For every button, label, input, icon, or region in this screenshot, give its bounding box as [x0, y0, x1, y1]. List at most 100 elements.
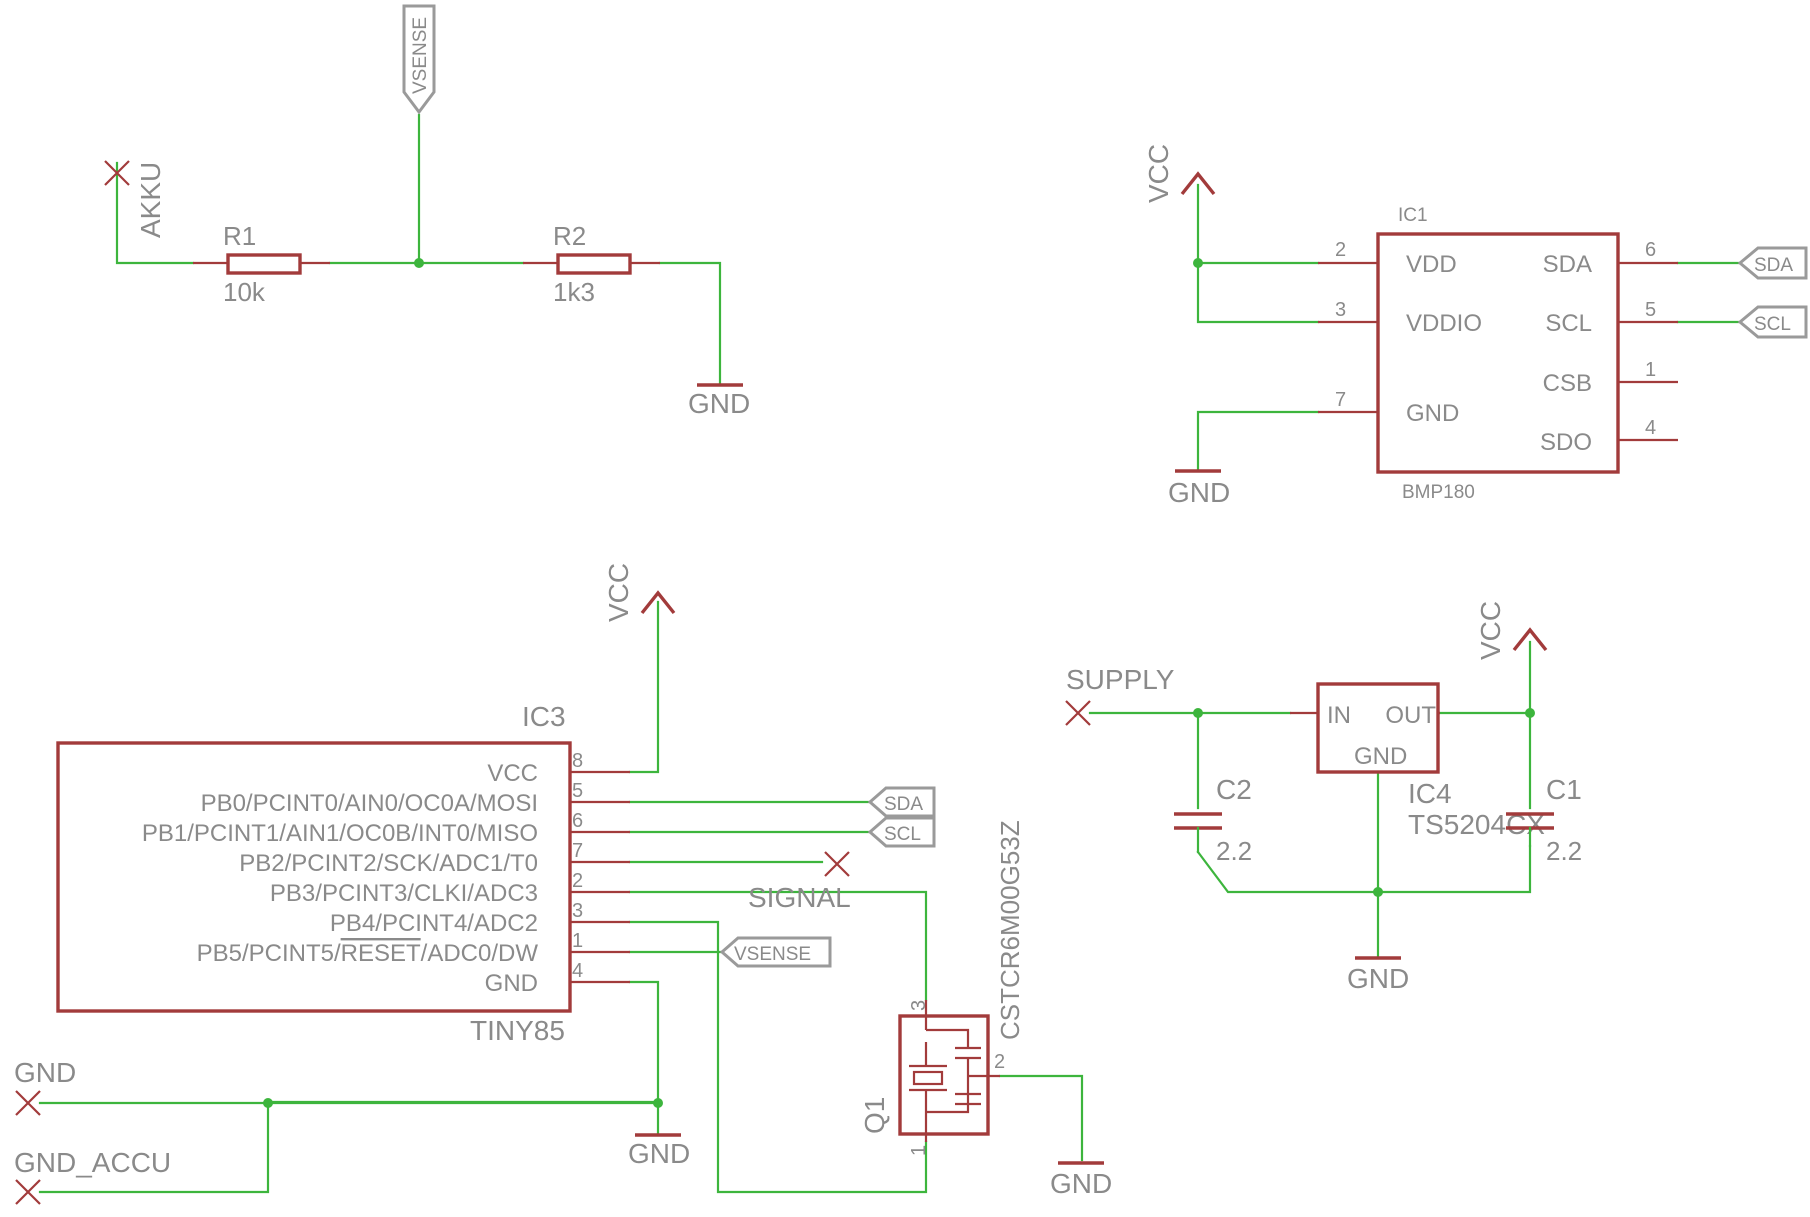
ic3-pin-pb2: PB2/PCINT2/SCK/ADC1/T0 [239, 850, 538, 877]
q1-ref: Q1 [859, 1097, 890, 1134]
q1-pinnum-2: 2 [994, 1051, 1005, 1073]
vsense-net-label-ic3[interactable]: VSENSE [719, 936, 832, 968]
signal-label: SIGNAL [748, 882, 851, 913]
c2-ref: C2 [1216, 774, 1252, 805]
scl-label-ic3-text: SCL [884, 824, 921, 845]
vcc-label-ic3: VCC [603, 563, 634, 622]
akku-connection-marker[interactable] [104, 160, 130, 186]
ic3-pinnum-8: 8 [572, 750, 583, 772]
ic4-pin-gnd: GND [1354, 743, 1407, 770]
ic1-pinnum-1: 1 [1645, 359, 1656, 381]
scl-label-ic1-text: SCL [1754, 314, 1791, 335]
signal-connection-marker[interactable] [824, 851, 850, 877]
ic1-pin-scl: SCL [1545, 310, 1592, 337]
ic3-pin-pb0: PB0/PCINT0/AIN0/OC0A/MOSI [201, 790, 538, 817]
gnd-label-ic3: GND [628, 1138, 690, 1169]
ic1-pin-sda: SDA [1543, 251, 1592, 278]
ic3-pinnum-4: 4 [572, 960, 583, 982]
vsense-net-label-top[interactable]: VSENSE [402, 4, 436, 115]
gnd-input-marker[interactable] [15, 1090, 41, 1116]
r2-value: 1k3 [553, 277, 595, 307]
scl-net-label-ic1[interactable]: SCL [1737, 305, 1808, 339]
ic3-pinnum-2: 2 [572, 870, 583, 892]
ic1-pinnum-4: 4 [1645, 417, 1656, 439]
ic1-pin-vdd: VDD [1406, 251, 1457, 278]
r2-ref: R2 [553, 221, 586, 251]
junction-vsense [414, 258, 424, 268]
r1-value: 10k [223, 277, 266, 307]
r1-ref: R1 [223, 221, 256, 251]
akku-label: AKKU [135, 162, 166, 238]
voltage-divider: AKKU R1 10k R2 1k3 GND VSENSE [104, 4, 750, 419]
ic3-pin-pb4: PB4/PCINT4/ADC2 [330, 910, 538, 937]
vcc-arrow-reg [1512, 627, 1548, 652]
gnd-label-reg: GND [1347, 963, 1409, 994]
q1-pinnum-3: 3 [908, 1000, 930, 1011]
ic4-pin-out: OUT [1385, 702, 1436, 729]
q1-resonator: 3 2 1 Q1 CSTCR6M00G53Z GND [859, 820, 1112, 1199]
junction-supply [1193, 708, 1203, 718]
gnd-accu-label: GND_ACCU [14, 1147, 171, 1178]
ic3-part: TINY85 [470, 1015, 565, 1046]
vcc-arrow-ic1 [1180, 171, 1216, 196]
ic4-body[interactable] [1290, 682, 1440, 774]
gnd-accu-marker[interactable] [15, 1179, 41, 1205]
ic3-ref: IC3 [522, 701, 566, 732]
q1-part: CSTCR6M00G53Z [995, 820, 1025, 1040]
ic1-ref: IC1 [1398, 205, 1428, 226]
gnd-label-ic1: GND [1168, 477, 1230, 508]
ic3-pin-pb1: PB1/PCINT1/AIN1/OC0B/INT0/MISO [142, 820, 538, 847]
r2-resistor[interactable] [523, 253, 660, 275]
c2-value: 2.2 [1216, 836, 1252, 866]
ic1-pinnum-2: 2 [1335, 239, 1346, 261]
scl-net-label-ic3[interactable]: SCL [867, 816, 936, 848]
vcc-arrow-ic3 [640, 590, 676, 615]
ic3-pinnum-3: 3 [572, 900, 583, 922]
ic1-pin-sdo: SDO [1540, 429, 1592, 456]
c2-capacitor[interactable] [1174, 812, 1222, 854]
r1-resistor[interactable] [193, 253, 330, 275]
ic1-body[interactable] [1318, 232, 1678, 474]
sda-label-ic3-text: SDA [884, 794, 923, 815]
ic1-pin-vddio: VDDIO [1406, 310, 1482, 337]
vsense-label-top-text: VSENSE [410, 17, 431, 94]
ic3-pin-pb3: PB3/PCINT3/CLKI/ADC3 [270, 880, 538, 907]
vsense-label-ic3-text: VSENSE [734, 944, 811, 965]
ic3-pinnum-1: 1 [572, 930, 583, 952]
gnd-label-divider: GND [688, 388, 750, 419]
ic1-pin-gnd: GND [1406, 400, 1459, 427]
ic4-pin-in: IN [1327, 702, 1351, 729]
ic3-pinnum-6: 6 [572, 810, 583, 832]
c1-capacitor[interactable] [1506, 812, 1554, 848]
ic1-bmp180: VCC GND IC1 BMP180 VDD VDDIO GND 2 3 7 S… [1143, 144, 1808, 508]
ic1-pinnum-7: 7 [1335, 389, 1346, 411]
ic1-pinnum-5: 5 [1645, 299, 1656, 321]
q1-body[interactable] [898, 1000, 1000, 1142]
sda-net-label-ic3[interactable]: SDA [867, 786, 936, 818]
ic3-pin-gnd: GND [485, 970, 538, 997]
c1-value: 2.2 [1546, 836, 1582, 866]
supply-label: SUPPLY [1066, 664, 1175, 695]
sda-net-label-ic1[interactable]: SDA [1737, 246, 1808, 280]
ic1-pin-csb: CSB [1543, 370, 1592, 397]
c1-ref: C1 [1546, 774, 1582, 805]
junction-vcc-out [1525, 708, 1535, 718]
junction-gnd-accu [263, 1098, 273, 1108]
vcc-label-reg: VCC [1475, 601, 1506, 660]
ic1-pinnum-6: 6 [1645, 239, 1656, 261]
vcc-label-ic1: VCC [1143, 144, 1174, 203]
regulator-ic4: SUPPLY IN OUT GND IC4 TS5204CX C2 2.2 C1… [1065, 601, 1582, 994]
supply-connection-marker[interactable] [1065, 700, 1091, 726]
ic3-pin-vcc: VCC [487, 760, 538, 787]
sda-label-ic1-text: SDA [1754, 255, 1793, 276]
q1-pinnum-1: 1 [908, 1145, 930, 1156]
gnd-label-q1: GND [1050, 1168, 1112, 1199]
ic3-pinnum-5: 5 [572, 780, 583, 802]
ic3-pin-pb5: PB5/PCINT5/RESET/ADC0/DW [197, 940, 539, 967]
ic4-ref: IC4 [1408, 778, 1452, 809]
ic1-part: BMP180 [1402, 482, 1475, 503]
ic3-pinnum-7: 7 [572, 840, 583, 862]
junction-ic1-vcc [1193, 258, 1203, 268]
ic3-body[interactable] [56, 741, 630, 1013]
